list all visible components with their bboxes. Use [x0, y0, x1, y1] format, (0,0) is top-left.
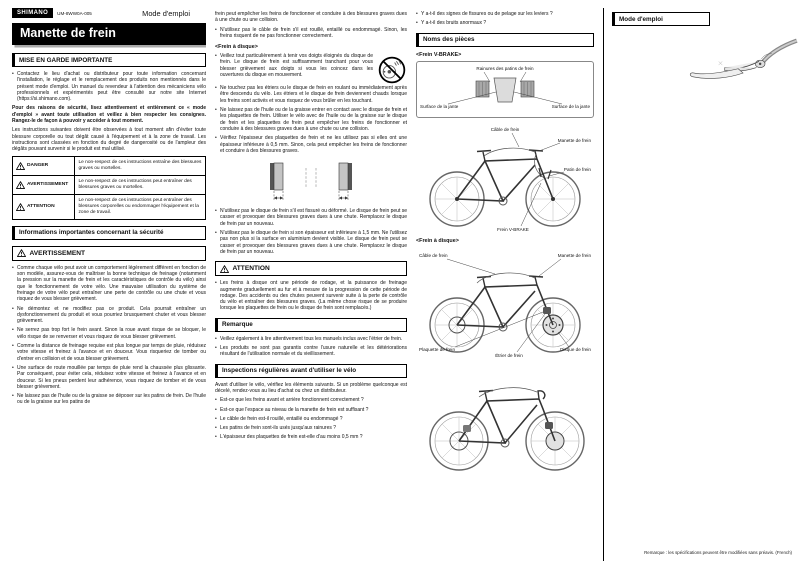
section-title: MISE EN GARDE IMPORTANTE [19, 56, 113, 64]
section-header-mode-demploi: Mode d'emploi [612, 12, 710, 26]
brand-row: SHIMANO UM-8WW0A-005 Mode d'emploi [12, 8, 206, 18]
brake-lever-figure [689, 38, 798, 79]
section-header-mise-en-garde: MISE EN GARDE IMPORTANTE [12, 53, 206, 67]
notice-bullet: Contactez le lieu d'achat ou distributeu… [12, 71, 206, 102]
hazard-text: Le non-respect de ces instructions entra… [78, 159, 202, 171]
danger-label-cell: DANGER [13, 156, 75, 175]
label-manette-de-frein: Manette de frein [558, 138, 592, 143]
inspection-bullet: L'épaisseur des plaquettes de frein est-… [215, 434, 407, 441]
section-title: Inspections régulières avant d'utiliser … [222, 367, 357, 375]
inspection-bullet: Le câble de frein est-il rouillé, entail… [215, 416, 407, 423]
continued-text: frein peut empêcher les freins de foncti… [215, 11, 407, 24]
attention-label-cell: ATTENTION [13, 194, 75, 219]
vbrake-pad-detail-figure: Rainures des patins de frein Surface de … [416, 60, 594, 118]
warning-triangle-icon [220, 264, 229, 273]
label-plaquette-de-frein: Plaquette de frein [419, 347, 455, 352]
label-etrier-de-frein: Étrier de frein [495, 352, 523, 358]
warning-box-label: AVERTISSEMENT [29, 249, 86, 257]
inspection-bullet: Est-ce que l'espace au niveau de la mane… [215, 407, 407, 414]
safety-bullet: Une surface de route mouillée par temps … [12, 365, 206, 390]
column-3: Y a-t-il des signes de fissures ou de pe… [416, 8, 594, 561]
disc-bullet: Ne laissez pas de l'huile ou de la grais… [215, 107, 407, 132]
hazard-level-table: DANGER Le non-respect de ces instruction… [12, 155, 206, 220]
note-bullet: Les produits ne sont pas garantis contre… [215, 345, 407, 358]
section-title: Remarque [222, 321, 253, 329]
column-4: Mode d'emploi Remarque : les spécificati… [603, 8, 798, 561]
disc-subheading: <Frein à disque> [416, 237, 459, 244]
section-header-noms-des-pieces: Noms des pièces [416, 32, 594, 47]
label-frein-v-brake: Frein V-BRAKE [497, 227, 529, 232]
top-mode-demploi-label: Mode d'emploi [142, 8, 190, 18]
hazard-text: Le non-respect de ces instructions peut … [78, 197, 199, 215]
section-title: Noms des pièces [423, 36, 475, 44]
disc-bullet: Ne touchez pas les étriers ou le disque … [215, 85, 407, 104]
safety-bullet: Comme chaque vélo peut avoir un comporte… [12, 265, 206, 303]
notice-intro: Les instructions suivantes doivent être … [12, 127, 206, 153]
shimano-logo: SHIMANO [12, 8, 54, 18]
safety-bullet: Ne serrez pas trop fort le frein avant. … [12, 327, 206, 340]
warning-triangle-icon [15, 202, 25, 211]
disc-bullet: Veillez tout particulièrement à tenir vo… [215, 53, 373, 78]
disc-bullet: Vérifiez l'épaisseur des plaquettes de f… [215, 135, 407, 154]
section-title: Informations importantes concernant la s… [19, 229, 164, 237]
disc-brake-subheading: <Frein à disque> [215, 44, 258, 51]
inspection-bullet: Est-ce que les freins avant et arrière f… [215, 397, 407, 404]
hazard-label: AVERTISSEMENT [27, 182, 69, 188]
warning-box-label: ATTENTION [232, 265, 270, 273]
label-cable-de-frein: Câble de frein [491, 127, 520, 132]
warning-triangle-icon [15, 161, 25, 170]
attention-box: ATTENTION [215, 261, 407, 277]
column-1: SHIMANO UM-8WW0A-005 Mode d'emploi Manet… [12, 8, 206, 561]
avertissement-box: AVERTISSEMENT [12, 245, 206, 261]
column-2: frein peut empêcher les freins de foncti… [215, 8, 407, 561]
notice-bold-paragraph: Pour des raisons de sécurité, lisez atte… [12, 105, 206, 125]
disc-warning-with-icon: Veillez tout particulièrement à tenir vo… [215, 53, 407, 85]
avertissement-label-cell: AVERTISSEMENT [13, 175, 75, 194]
label-cable-de-frein: Câble de frein [419, 253, 448, 258]
note-bullet: Veillez également à lire attentivement t… [215, 336, 407, 343]
hazard-label: DANGER [27, 163, 49, 169]
table-row: DANGER Le non-respect de ces instruction… [13, 156, 205, 176]
hazard-text: Le non-respect de ces instructions peut … [78, 178, 192, 190]
inspection-intro: Avant d'utiliser le vélo, vérifiez les é… [215, 381, 407, 394]
disc-bike-figure: Câble de frein Manette de frein Plaquett… [419, 253, 592, 358]
section-header-remarque: Remarque [215, 317, 407, 332]
label-manette-de-frein: Manette de frein [558, 253, 592, 258]
safety-bullet: Ne démontez et ne modifiez pas ce produi… [12, 306, 206, 325]
table-row: ATTENTION Le non-respect de ces instruct… [13, 194, 205, 219]
inspection-bullet: Y a-t-il des signes de fissures ou de pe… [416, 11, 594, 18]
label-rainures: Rainures des patins de frein [476, 66, 534, 71]
safety-bullet: Comme la distance de freinage requise es… [12, 343, 206, 362]
cable-warning-bullet: N'utilisez pas le câble de frein s'il es… [215, 27, 407, 40]
inspection-bullet: Les patins de frein sont-ils usés jusqu'… [215, 425, 407, 432]
label-disque-de-frein: Disque de frein [560, 347, 591, 352]
label-surface-jante-left: Surface de la jante [420, 104, 459, 109]
safety-bullet: Ne laissez pas de l'huile ou de la grais… [12, 393, 206, 406]
section-header-inspections: Inspections régulières avant d'utiliser … [215, 363, 407, 378]
table-row: AVERTISSEMENT Le non-respect de ces inst… [13, 175, 205, 195]
label-patin-de-frein: Patin de frein [564, 167, 592, 172]
warning-triangle-icon [15, 180, 25, 189]
disc-bullet: N'utilisez pas le disque de frein s'il e… [215, 208, 407, 227]
warning-triangle-icon [17, 249, 26, 258]
disc-bullet: N'utilisez pas le disque de frein si son… [215, 230, 407, 255]
brake-pad-thickness-figure [215, 158, 407, 204]
page-title: Manette de frein [12, 23, 206, 45]
inspection-bullet: Y a-t-il des bruits anormaux ? [416, 20, 594, 27]
document-code: UM-8WW0A-005 [57, 10, 92, 16]
section-title: Mode d'emploi [619, 15, 663, 23]
vbrake-subheading: <Frein V-BRAKE> [416, 51, 462, 58]
road-bike-figure [429, 386, 585, 471]
label-surface-jante-right: Surface de la jante [552, 104, 591, 109]
section-header-informations-securite: Informations importantes concernant la s… [12, 225, 206, 240]
hazard-label: ATTENTION [27, 204, 55, 210]
attention-bullet: Les freins à disque ont une période de r… [215, 280, 407, 311]
specifications-footnote: Remarque : les spécifications peuvent êt… [644, 550, 792, 555]
pinch-hazard-prohibition-icon [378, 56, 406, 84]
vbrake-bike-figure: Câble de frein Manette de frein Patin de… [429, 127, 592, 232]
